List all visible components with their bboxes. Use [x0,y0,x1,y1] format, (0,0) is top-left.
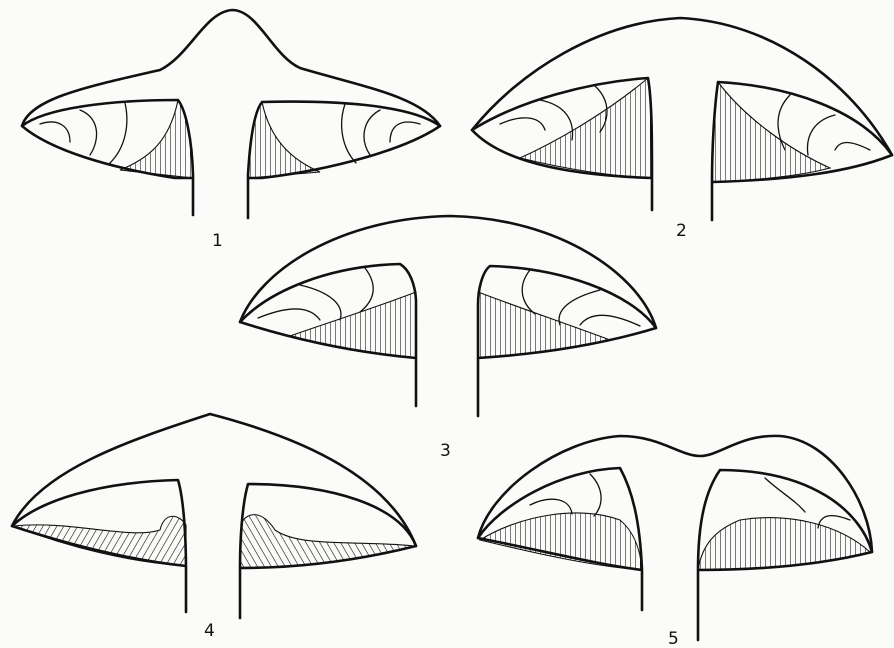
gill-hatch-right-3 [478,292,610,358]
gill-arc-right-1c [342,104,356,163]
cap-outline-4 [12,414,416,546]
gill-hatch-right-4 [240,515,414,568]
gill-arc-right-3c [522,270,535,314]
gill-arc-left-3c [360,268,373,312]
mushroom-figure-2: 2 [472,18,892,241]
mushroom-figure-4: 4 [12,414,416,641]
gill-hatch-left-4 [14,516,186,566]
gill-arc-right-2a [835,143,870,151]
gill-arc-left-5a [530,499,572,514]
gill-arc-left-2a [500,118,545,130]
gill-arc-left-1a [40,122,70,142]
cap-outline-2 [472,18,892,155]
gill-hatch-right-2 [712,82,830,182]
cap-outline-3 [240,216,656,328]
gill-arc-right-3b [559,290,600,325]
gill-arc-right-2b [807,115,835,155]
mushroom-figure-1: 1 [22,10,440,251]
gill-arc-left-3b [300,285,341,320]
gill-arc-right-1b [364,110,380,155]
mushroom-figure-5: 5 [478,436,872,648]
figure-label-5: 5 [668,629,679,648]
gill-hatch-right-5 [698,518,870,570]
gill-hatch-left-2 [520,78,652,178]
gill-arc-left-5b [590,474,601,516]
gill-arc-left-3a [258,309,320,320]
figure-label-2: 2 [676,221,687,241]
cap-outline-1 [22,10,440,126]
gill-arc-left-1b [80,110,97,155]
figure-label-1: 1 [212,231,223,251]
gill-hatch-left-3 [290,292,416,358]
figure-label-3: 3 [440,441,451,461]
gill-hatch-left-1 [120,100,193,178]
gill-hatch-left-5 [480,513,642,570]
gill-arc-left-1c [110,103,127,163]
figure-label-4: 4 [204,621,215,641]
gill-arc-right-3a [580,315,640,326]
gill-hatch-right-1 [248,102,320,178]
mushroom-figure-3: 3 [240,216,656,461]
